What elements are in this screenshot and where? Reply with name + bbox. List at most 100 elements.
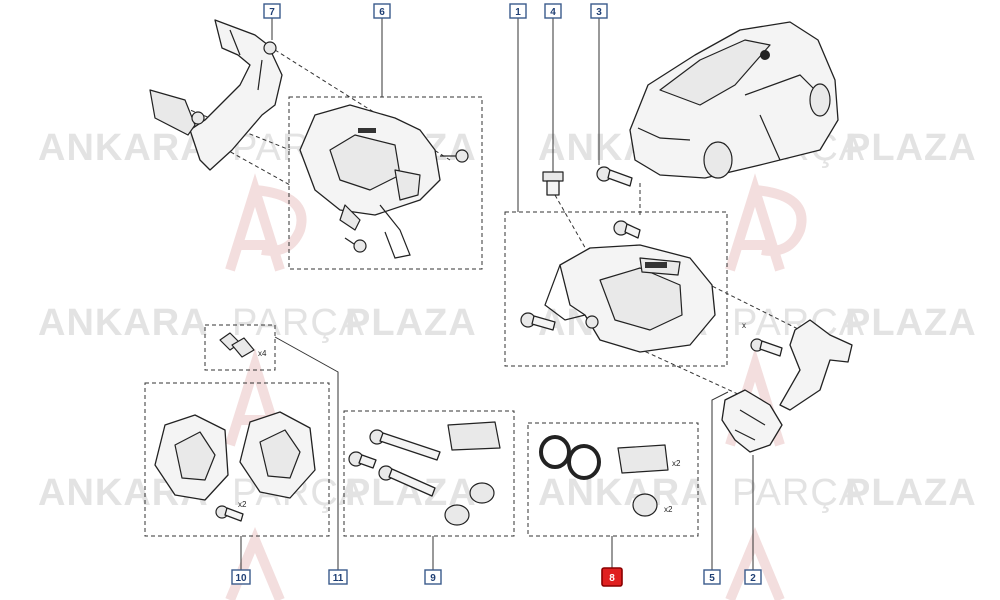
parking-lever <box>379 204 411 259</box>
callout-badge-6[interactable]: 6 <box>373 3 391 19</box>
bolt-head-icon <box>191 111 205 125</box>
callout-badge-9[interactable]: 9 <box>424 569 442 585</box>
car-wheel-front <box>703 141 733 179</box>
watermark-word-parca: PARÇA <box>732 472 865 514</box>
watermark-word-plaza: PLAZA <box>845 472 977 514</box>
callout-badge-4[interactable]: 4 <box>544 3 562 19</box>
watermark-logo-icon <box>254 185 307 256</box>
quantity-label: x2 <box>238 500 247 509</box>
caliper-window <box>599 267 683 331</box>
bolt-thread <box>607 169 633 187</box>
callout-label: 1 <box>515 7 521 18</box>
bolt-thread <box>624 223 641 239</box>
screw-thread <box>224 507 244 522</box>
part-seal-kit-8[interactable]: x2 x2 <box>539 435 681 517</box>
part-bracket-7[interactable] <box>149 19 283 171</box>
watermark-word-plaza: PLAZA <box>345 302 477 344</box>
caliper-brand-plate <box>645 262 667 268</box>
part-carrier-2[interactable] <box>721 389 783 453</box>
callout-badge-1[interactable]: 1 <box>509 3 527 19</box>
location-marker-icon <box>760 50 770 60</box>
watermark-word-plaza: PLAZA <box>845 127 977 169</box>
leader-lines <box>240 18 754 570</box>
vehicle-illustration <box>629 21 839 179</box>
part-bolt-3[interactable] <box>596 166 641 239</box>
callout-label: 2 <box>750 573 756 584</box>
bracket-body <box>189 19 283 171</box>
group-box-seals-8 <box>527 422 699 537</box>
callout-badge-8-selected[interactable]: 8 <box>601 567 623 587</box>
part-pads-10[interactable]: x2 <box>154 411 316 522</box>
callout-badge-11[interactable]: 11 <box>328 569 348 585</box>
brake-pad-surface <box>259 429 301 479</box>
bolt-shaft <box>344 237 355 245</box>
bushing-icon <box>632 493 658 517</box>
carrier-body <box>779 319 853 411</box>
quantity-label: x4 <box>258 349 267 358</box>
part-caliper-1[interactable] <box>520 244 716 353</box>
group-box-caliper-1 <box>504 211 728 367</box>
callout-badge-5[interactable]: 5 <box>703 569 721 585</box>
caliper-lever <box>544 264 586 321</box>
group-box-clips-11 <box>204 324 276 371</box>
watermark-row-top: ANKARA PARÇA PLAZA ANKARA PARÇA PLAZA <box>38 127 977 169</box>
quantity-label: x2 <box>672 459 681 468</box>
callout-badge-3[interactable]: 3 <box>590 3 608 19</box>
clip-icon <box>231 337 255 358</box>
pin-shaft <box>388 468 436 497</box>
watermark-logo-icon <box>754 185 807 256</box>
dust-boot-icon <box>469 482 495 504</box>
watermark-logo-icon <box>225 173 285 272</box>
callout-badge-2[interactable]: 2 <box>744 569 762 585</box>
part-bleed-screw-4[interactable] <box>542 171 564 196</box>
screw-cap <box>542 171 564 182</box>
callout-label: 7 <box>269 7 275 18</box>
caliper-mount <box>339 204 361 231</box>
brake-pad-surface <box>174 431 216 481</box>
callout-label: 5 <box>709 573 715 584</box>
callout-label: 4 <box>550 7 556 18</box>
callout-badge-7[interactable]: 7 <box>263 3 281 19</box>
quantity-label: x2 <box>664 505 673 514</box>
part-carrier-5[interactable]: x <box>742 319 853 411</box>
piston-seal-icon <box>567 444 601 480</box>
watermark-logo-icon <box>725 527 785 600</box>
leader-line <box>274 336 339 570</box>
car-headlight <box>637 127 691 141</box>
caliper-brand-plate <box>358 128 376 133</box>
watermark-word-ankara: ANKARA <box>538 472 709 514</box>
callout-badge-10[interactable]: 10 <box>231 569 251 585</box>
bracket-arm <box>149 89 196 136</box>
bolt-head-icon <box>353 239 367 253</box>
part-clips-11[interactable]: x4 <box>219 332 267 358</box>
part-caliper-6[interactable] <box>299 104 469 259</box>
bracket-edge <box>229 29 263 91</box>
pin-shaft <box>379 432 441 461</box>
leader-line <box>711 391 729 570</box>
quantity-label: x <box>742 321 746 330</box>
watermark-logo-marks <box>225 173 807 600</box>
callout-label: 11 <box>333 573 344 584</box>
callout-label: 9 <box>430 573 436 584</box>
group-box-caliper-6 <box>288 96 483 270</box>
group-box-pads-10 <box>144 382 330 537</box>
part-pins-9[interactable] <box>348 421 501 526</box>
watermark-word-ankara: ANKARA <box>38 127 209 169</box>
pin-head-icon <box>585 315 599 329</box>
carrier-bracket <box>721 389 783 453</box>
watermark-word-parca: PARÇA <box>232 302 365 344</box>
callout-label: 10 <box>235 573 247 584</box>
carrier-edge <box>734 409 766 441</box>
screw-body <box>546 180 560 196</box>
callout-label: 3 <box>596 7 602 18</box>
grease-sachet-icon <box>447 421 501 451</box>
callout-label: 8 <box>609 573 615 584</box>
pin-shaft <box>358 454 377 469</box>
bolt-thread <box>759 340 783 357</box>
piston-seal-icon <box>539 435 571 469</box>
car-windshield <box>659 39 771 106</box>
bolt-thread <box>531 315 556 331</box>
watermark-word-plaza: PLAZA <box>845 302 977 344</box>
